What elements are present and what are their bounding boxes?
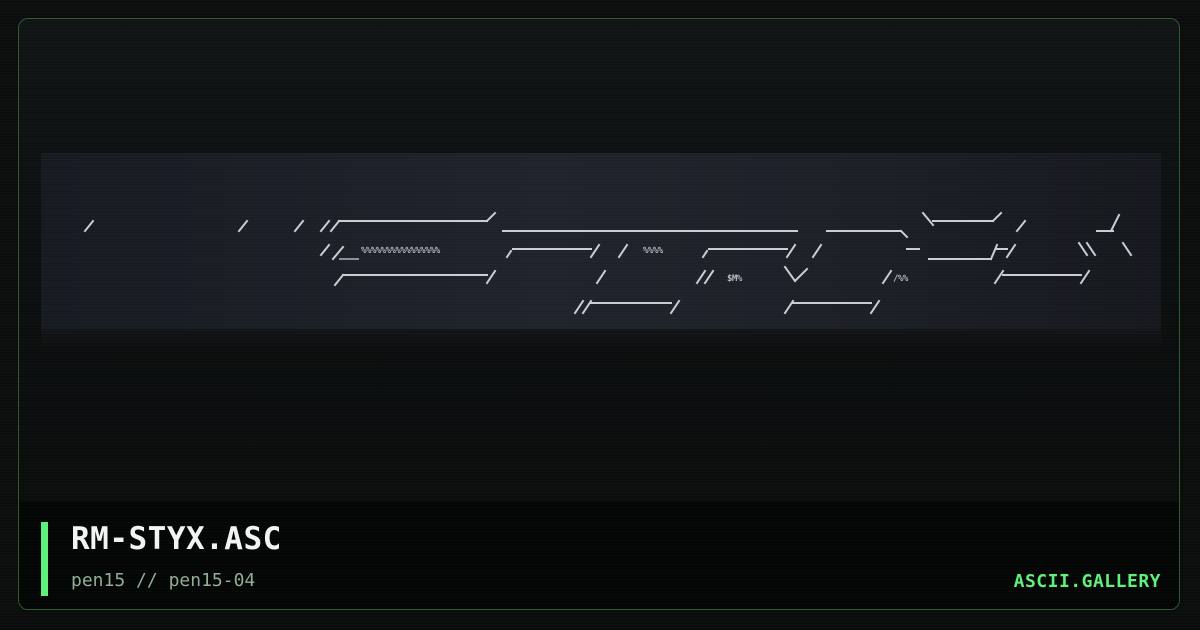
card-footer: RM-STYX.ASC pen15 // pen15-04 ASCII.GALL… (19, 501, 1179, 609)
ascii-slash (881, 269, 893, 285)
ascii-glyph-run: /%% (893, 274, 909, 284)
ascii-slash (319, 243, 331, 257)
ascii-backslash (921, 211, 935, 227)
ascii-slash (1005, 243, 1017, 259)
ascii-slash (1015, 219, 1027, 233)
ascii-slash (989, 243, 999, 261)
art-byline: pen15 // pen15-04 (71, 570, 255, 591)
ascii-backslash (783, 265, 797, 283)
ascii-glyph-run: $M% (727, 274, 743, 284)
ascii-slash (83, 219, 95, 233)
ascii-backslash (899, 229, 909, 239)
ascii-slash (695, 269, 707, 285)
art-title: RM-STYX.ASC (71, 521, 282, 557)
ascii-comma (701, 249, 709, 259)
ascii-slash (589, 243, 601, 259)
ascii-comma (505, 249, 513, 259)
ascii-art-canvas: %%%%%%%%%%%%%%%% %%%% $M% (83, 211, 1133, 315)
ascii-slash (581, 299, 593, 315)
ascii-slash (703, 269, 715, 285)
ascii-glyph-run: %%%%%%%%%%%%%%%% (361, 246, 441, 256)
accent-bar (41, 522, 48, 596)
art-panel-shadow (41, 329, 1161, 347)
ascii-slash (293, 219, 305, 233)
ascii-slash (793, 267, 809, 283)
ascii-slash (573, 299, 585, 315)
ascii-backslash (1077, 241, 1089, 257)
ascii-slash (333, 273, 345, 287)
ascii-slash (485, 269, 497, 285)
ascii-art-preview: %%%%%%%%%%%%%%%% %%%% $M% (41, 153, 1161, 329)
ascii-slash (329, 219, 341, 233)
ascii-slash (319, 219, 331, 233)
ascii-slash (485, 211, 497, 223)
preview-card-frame: %%%%%%%%%%%%%%%% %%%% $M% (18, 18, 1180, 610)
ascii-slash (869, 299, 881, 315)
byline-separator: // (136, 570, 158, 591)
ascii-glyph-run: %%%% (643, 246, 664, 256)
pack-name: pen15-04 (168, 570, 256, 591)
ascii-slash (237, 219, 249, 233)
ascii-slash (783, 299, 795, 315)
ascii-backslash (1085, 241, 1097, 257)
ascii-slash (991, 211, 1003, 223)
ascii-slash (811, 243, 823, 259)
ascii-slash (331, 245, 345, 261)
author-name: pen15 (71, 570, 126, 591)
ascii-backslash (1121, 241, 1133, 257)
ascii-slash (1079, 269, 1091, 285)
ascii-slash (785, 243, 797, 259)
site-brand: ASCII.GALLERY (1013, 571, 1161, 592)
ascii-slash (1109, 213, 1121, 233)
ascii-slash (993, 269, 1005, 285)
ascii-slash (669, 299, 681, 315)
ascii-slash (595, 269, 607, 285)
ascii-slash (617, 243, 629, 259)
